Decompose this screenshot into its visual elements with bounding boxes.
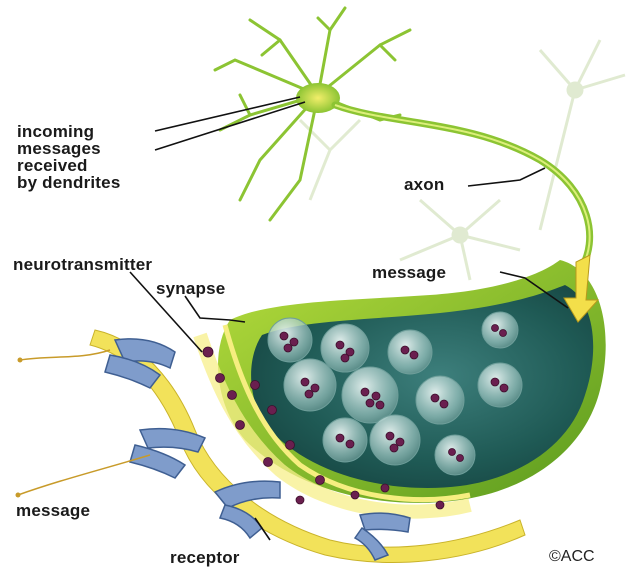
incoming-signal-line (20, 350, 110, 360)
neuron-soma (296, 83, 340, 113)
copyright-credit: ©ACC (549, 548, 595, 566)
label-incoming-line-3: received (17, 157, 120, 174)
label-axon: axon (404, 176, 444, 193)
label-message-top: message (372, 264, 446, 281)
label-incoming-line-2: messages (17, 140, 120, 157)
copyright-symbol: © (549, 548, 561, 565)
background-neurons (300, 40, 625, 280)
label-synapse: synapse (156, 280, 225, 297)
label-neurotransmitter: neurotransmitter (13, 256, 152, 273)
outgoing-signal-line (18, 455, 150, 495)
label-incoming-line-1: incoming (17, 123, 120, 140)
label-message-bottom: message (16, 502, 90, 519)
label-incoming-line-4: by dendrites (17, 174, 120, 191)
copyright-text: ACC (561, 548, 595, 565)
label-incoming-messages: incoming messages received by dendrites (17, 123, 120, 191)
label-receptor: receptor (170, 549, 240, 566)
